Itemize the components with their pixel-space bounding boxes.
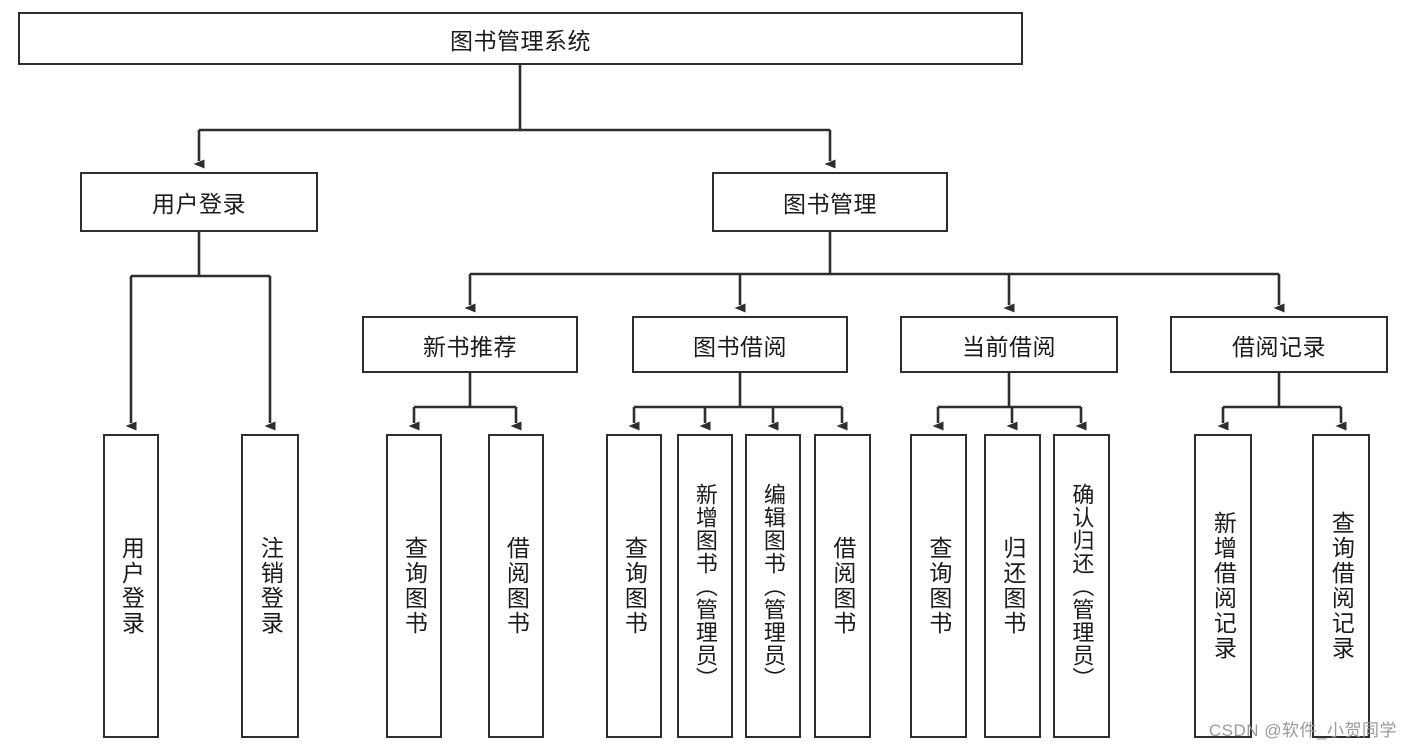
leaf-label: 借阅图书 xyxy=(503,536,530,636)
leaf-label: 查询图书 xyxy=(621,536,648,636)
node-user-login[interactable]: 用户登录 xyxy=(80,172,318,232)
leaf-label: 新增借阅记录 xyxy=(1210,511,1237,661)
node-new-book-recommend[interactable]: 新书推荐 xyxy=(362,316,578,373)
node-leaf-query-book-current[interactable]: 查询图书 xyxy=(910,434,967,738)
node-leaf-add-book-admin[interactable]: 新增图书（管理员） xyxy=(677,434,733,738)
node-leaf-query-book-recommend[interactable]: 查询图书 xyxy=(386,434,442,738)
node-current-borrow[interactable]: 当前借阅 xyxy=(900,316,1118,373)
leaf-label: 新增图书（管理员） xyxy=(692,482,718,690)
node-leaf-query-book-borrow[interactable]: 查询图书 xyxy=(606,434,662,738)
leaf-label: 查询图书 xyxy=(401,536,428,636)
node-leaf-edit-book-admin[interactable]: 编辑图书（管理员） xyxy=(745,434,801,738)
node-borrow-record[interactable]: 借阅记录 xyxy=(1170,316,1388,373)
leaf-label: 用户登录 xyxy=(118,536,145,636)
node-leaf-add-borrow-record[interactable]: 新增借阅记录 xyxy=(1194,434,1252,738)
node-root-system[interactable]: 图书管理系统 xyxy=(18,12,1023,65)
node-leaf-return-book[interactable]: 归还图书 xyxy=(984,434,1041,738)
leaf-label: 确认归还（管理员） xyxy=(1069,482,1095,690)
leaf-label: 归还图书 xyxy=(999,536,1026,636)
node-book-borrow[interactable]: 图书借阅 xyxy=(632,316,848,373)
node-leaf-query-borrow-record[interactable]: 查询借阅记录 xyxy=(1312,434,1370,738)
node-leaf-confirm-return-admin[interactable]: 确认归还（管理员） xyxy=(1053,434,1110,738)
node-leaf-user-login[interactable]: 用户登录 xyxy=(103,434,159,738)
csdn-watermark: CSDN @软件_小贺同学 xyxy=(1208,721,1397,740)
leaf-label: 查询借阅记录 xyxy=(1328,511,1355,661)
leaf-label: 注销登录 xyxy=(257,536,284,636)
node-book-manage[interactable]: 图书管理 xyxy=(712,172,948,232)
leaf-label: 借阅图书 xyxy=(829,536,856,636)
leaf-label: 编辑图书（管理员） xyxy=(760,482,786,690)
node-leaf-logout[interactable]: 注销登录 xyxy=(241,434,299,738)
connector-lines xyxy=(125,65,1347,431)
leaf-label: 查询图书 xyxy=(925,536,952,636)
node-leaf-borrow-book[interactable]: 借阅图书 xyxy=(814,434,871,738)
node-leaf-borrow-book-recommend[interactable]: 借阅图书 xyxy=(488,434,544,738)
